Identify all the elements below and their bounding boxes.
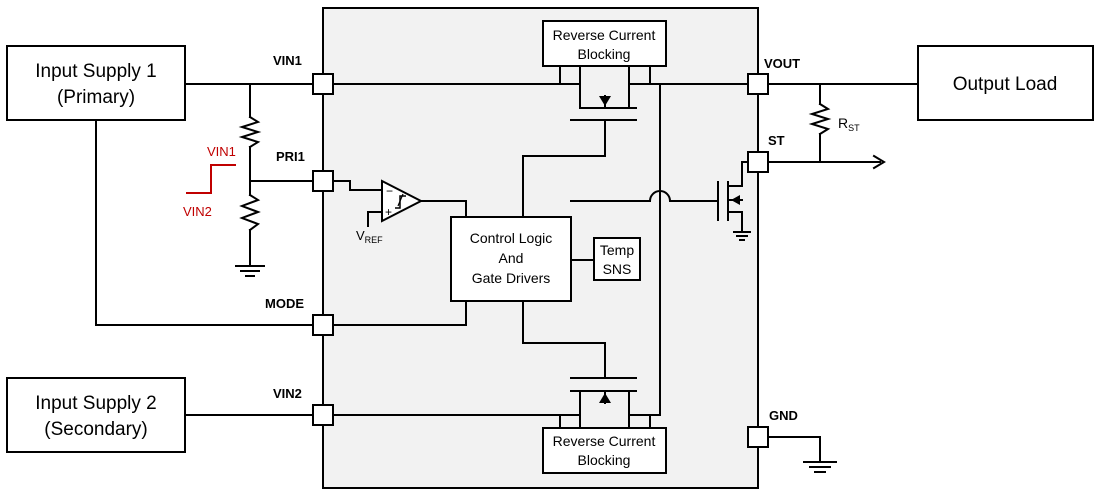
pin-label-vin1: VIN1	[273, 53, 302, 68]
pin-vin2	[312, 404, 334, 426]
output-load-label: Output Load	[953, 74, 1058, 95]
rst-label: RST	[838, 115, 860, 133]
pin-vout	[747, 73, 769, 95]
pin-pri1	[312, 170, 334, 192]
st-mosfet-arrow	[731, 195, 740, 205]
pin-mode	[312, 314, 334, 336]
divider-resistor-top	[238, 115, 262, 149]
vin-switch-waveform: VIN1 VIN2	[183, 144, 236, 219]
control-logic-block: Control Logic And Gate Drivers	[450, 216, 572, 302]
input-supply-2-title: Input Supply 2	[35, 393, 156, 414]
pin-label-st: ST	[768, 133, 785, 148]
top-mosfet-arrow	[599, 96, 611, 106]
reverse-current-blocking-top: Reverse Current Blocking	[542, 20, 667, 67]
comparator: − +	[381, 179, 424, 223]
svg-text:Reverse Current: Reverse Current	[553, 27, 656, 43]
waveform-label-vin2: VIN2	[183, 204, 212, 219]
pin-label-vout: VOUT	[764, 56, 800, 71]
svg-text:Blocking: Blocking	[578, 452, 631, 468]
pin-label-gnd: GND	[769, 408, 798, 423]
wires	[95, 63, 919, 473]
vref-label: VREF	[356, 228, 383, 245]
svg-text:Gate Drivers: Gate Drivers	[472, 270, 551, 286]
input-supply-1-title: Input Supply 1	[35, 61, 156, 82]
svg-text:Temp: Temp	[600, 242, 634, 258]
input-supply-2-block: Input Supply 2 (Secondary)	[6, 377, 186, 453]
temp-sensor-block: Temp SNS	[593, 237, 641, 281]
input-supply-1-subtitle: (Primary)	[57, 87, 135, 108]
svg-text:Control Logic: Control Logic	[470, 230, 553, 246]
pin-label-vin2: VIN2	[273, 386, 302, 401]
input-supply-2-subtitle: (Secondary)	[44, 419, 148, 440]
output-load-block: Output Load	[917, 45, 1094, 121]
svg-text:Reverse Current: Reverse Current	[553, 433, 656, 449]
svg-text:SNS: SNS	[603, 261, 632, 277]
rst-resistor	[808, 102, 832, 136]
pin-st	[747, 151, 769, 173]
waveform-label-vin1: VIN1	[207, 144, 236, 159]
svg-text:And: And	[499, 250, 524, 266]
bottom-mosfet-arrow	[599, 393, 611, 403]
pin-gnd	[747, 426, 769, 448]
svg-text:Blocking: Blocking	[578, 46, 631, 62]
reverse-current-blocking-bottom: Reverse Current Blocking	[542, 427, 667, 474]
divider-resistor-bottom	[239, 193, 261, 232]
pin-label-pri1: PRI1	[276, 149, 305, 164]
svg-text:−: −	[386, 184, 393, 198]
svg-text:+: +	[385, 205, 392, 219]
pin-label-mode: MODE	[265, 296, 304, 311]
pin-vin1	[312, 73, 334, 95]
input-supply-1-block: Input Supply 1 (Primary)	[6, 45, 186, 121]
